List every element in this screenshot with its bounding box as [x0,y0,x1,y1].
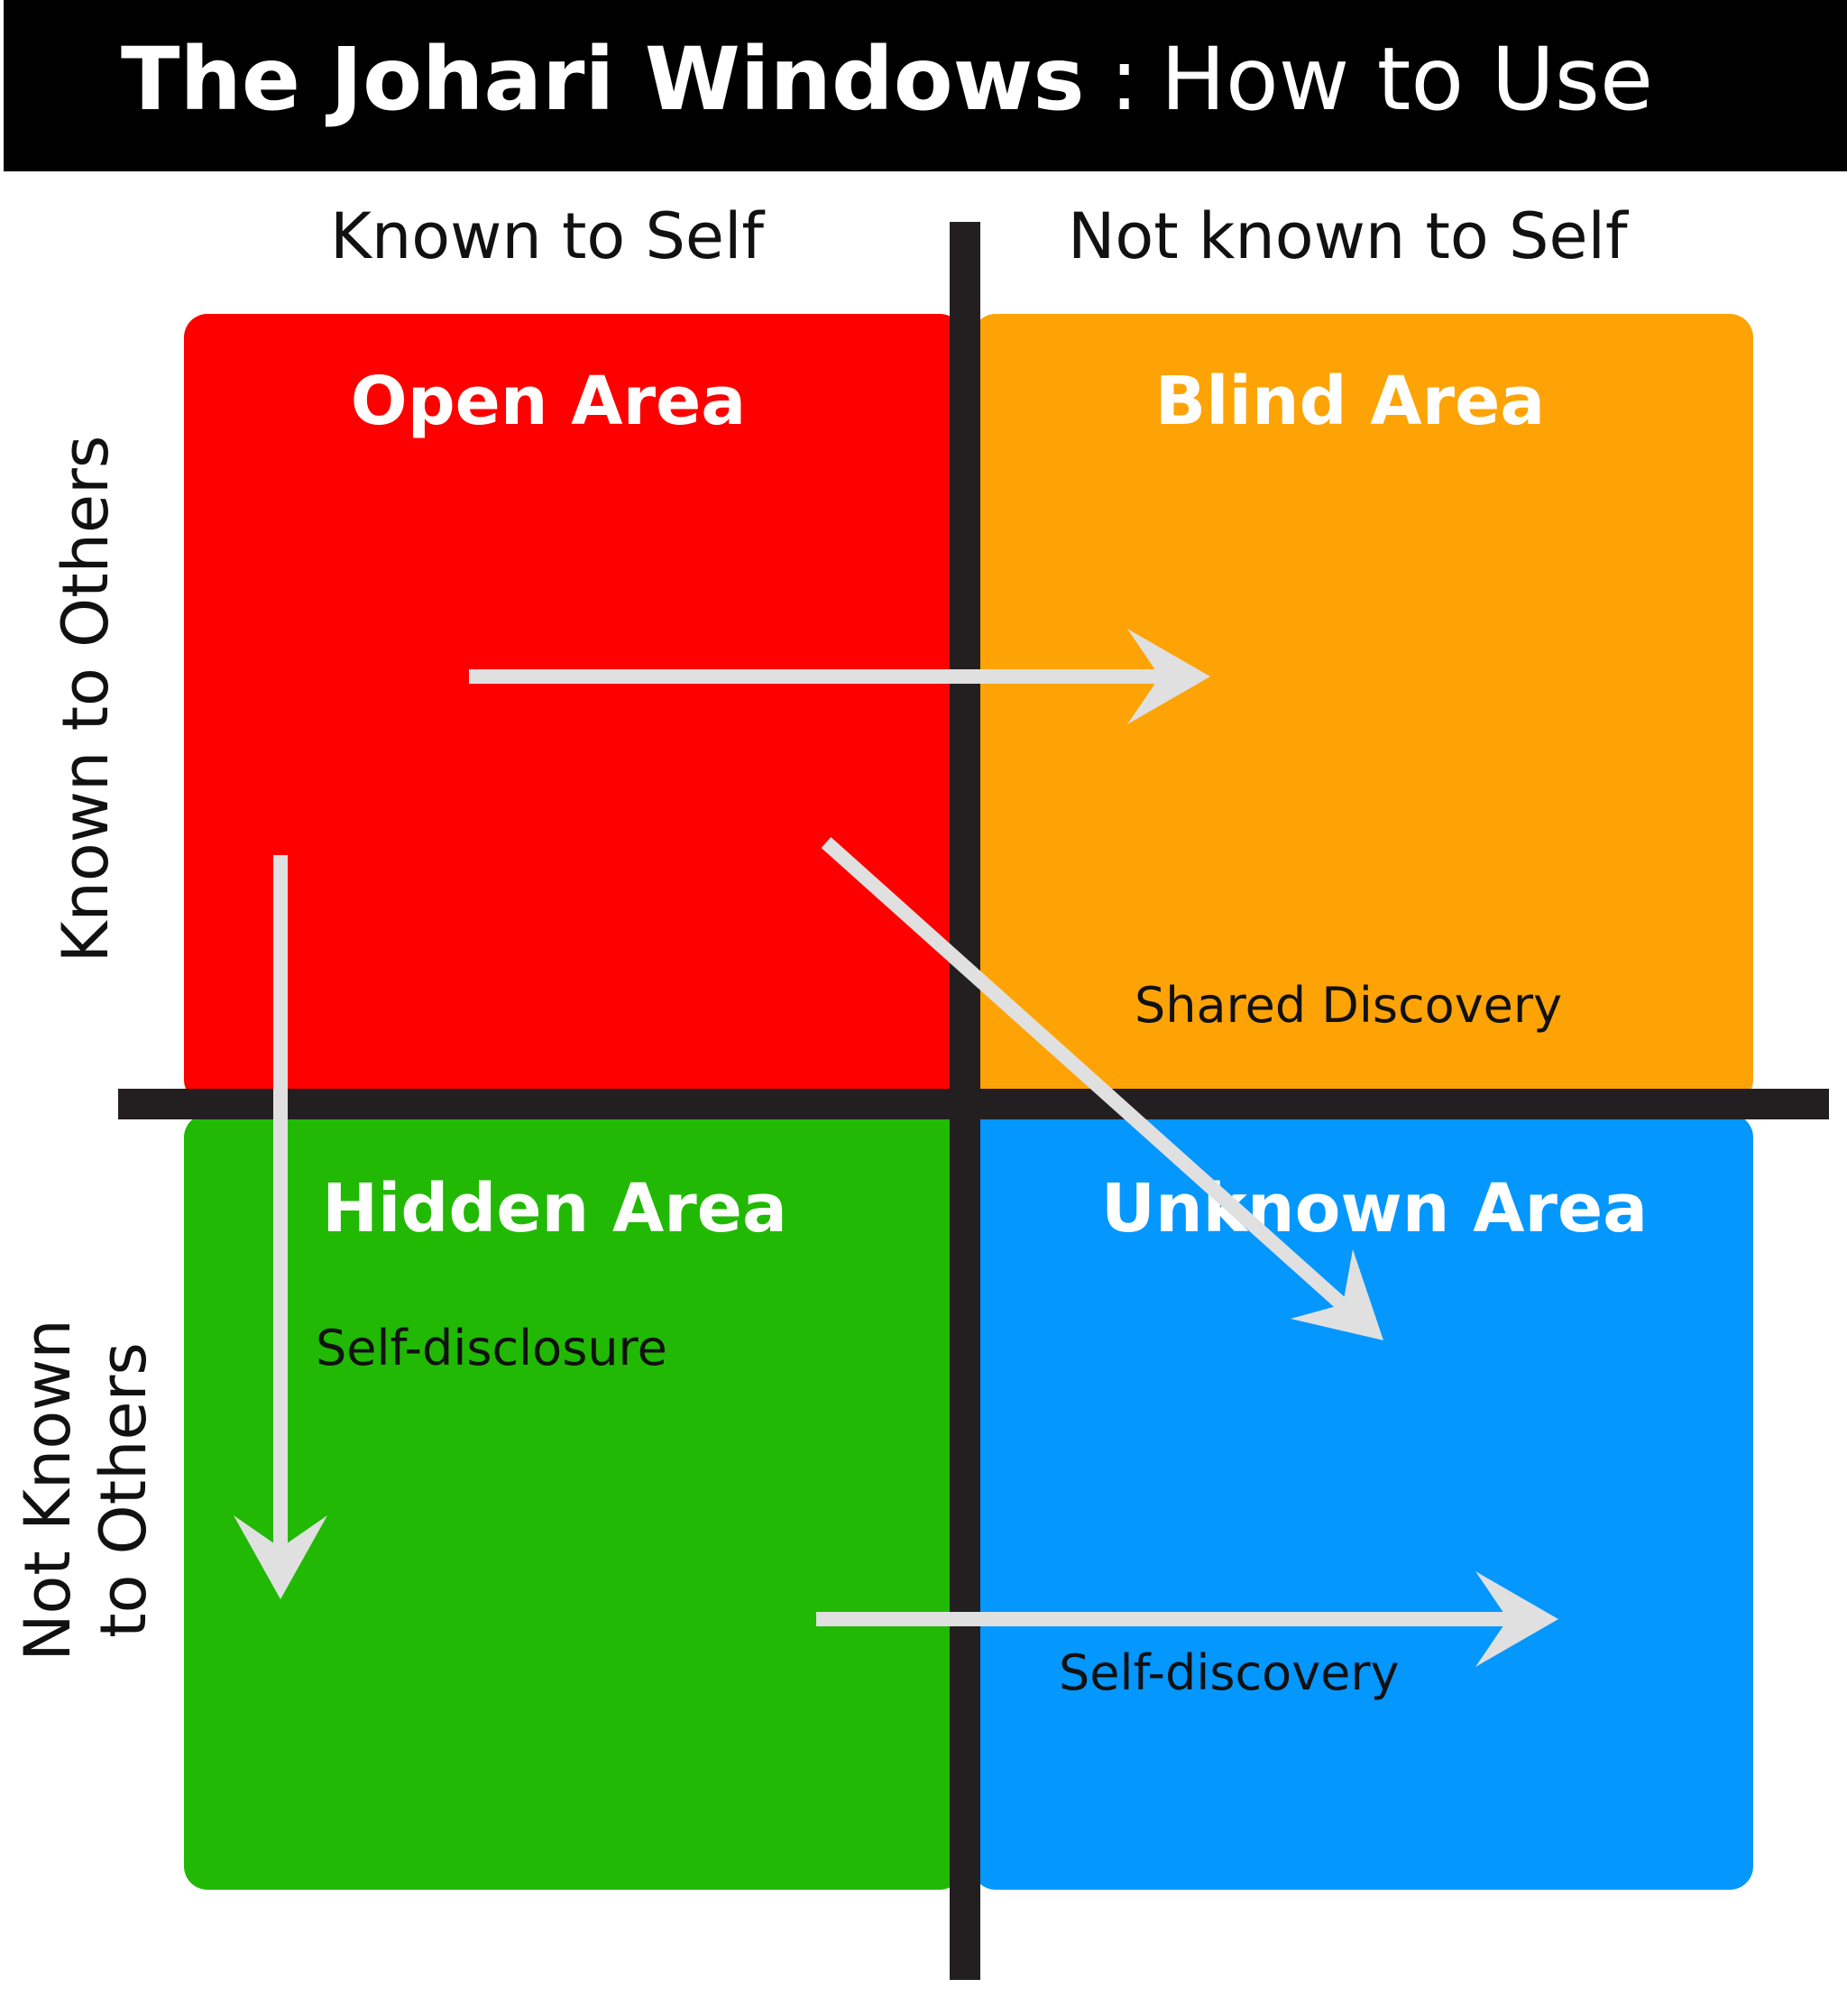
row-header-line-2: to Others [87,1342,161,1638]
column-header-known-to-self: Known to Self [330,199,765,273]
row-header-line-1: Not Known [11,1319,85,1662]
hidden-area-title: Hidden Area [322,1170,787,1247]
page-title: The Johari Windows:How to Use [121,34,1653,124]
self-disclosure-label: Self-disclosure [316,1320,667,1376]
open-area-title: Open Area [350,363,747,440]
title-main: The Johari Windows [121,29,1085,130]
title-bar: The Johari Windows:How to Use [4,0,1847,171]
self-discovery-label: Self-discovery [1059,1644,1400,1701]
horizontal-axis-line [118,1089,1829,1119]
column-header-not-known-to-self: Not known to Self [1068,199,1628,273]
shared-discovery-label: Shared Discovery [1135,977,1563,1034]
blind-area-title: Blind Area [1154,363,1546,440]
title-subtitle: How to Use [1160,29,1653,130]
unknown-area-title: Unknown Area [1100,1170,1649,1247]
row-header-known-to-others: Known to Others [49,435,123,963]
row-header-not-known-to-others: Not Known to Others [10,1319,161,1662]
title-separator: : [1109,29,1139,130]
